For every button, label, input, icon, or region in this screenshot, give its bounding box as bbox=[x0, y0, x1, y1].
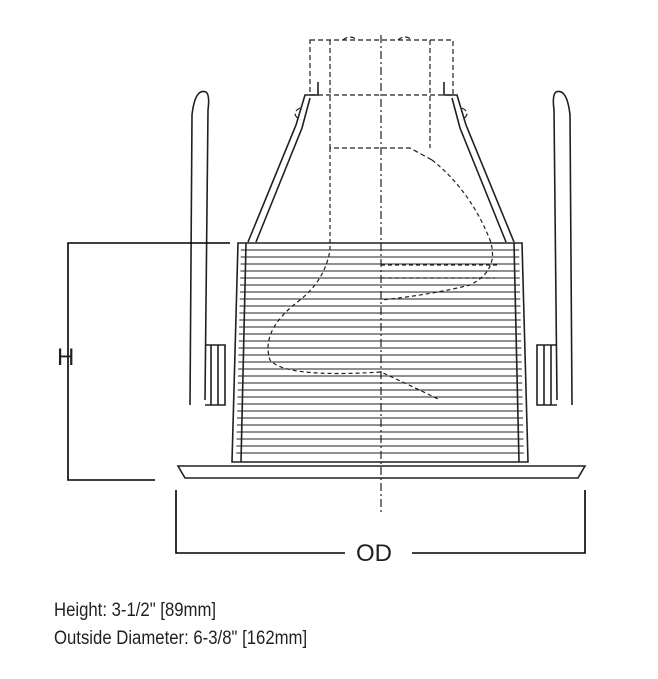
lamp-outline bbox=[267, 148, 494, 401]
spec-list: Height: 3-1/2" [89mm] Outside Diameter: … bbox=[54, 597, 307, 653]
height-dimension-line bbox=[67, 242, 230, 481]
reflector-cone bbox=[247, 82, 515, 243]
right-spring-clip bbox=[536, 90, 573, 406]
spec-outside-diameter: Outside Diameter: 6-3/8" [162mm] bbox=[54, 628, 308, 649]
diameter-label: OD bbox=[356, 540, 392, 567]
height-label: H bbox=[57, 344, 75, 371]
housing-outline bbox=[294, 36, 468, 161]
baffle-body bbox=[231, 242, 529, 463]
spec-height: Height: 3-1/2" [89mm] bbox=[54, 600, 217, 621]
baffle-ribs bbox=[236, 249, 524, 454]
left-spring-clip bbox=[189, 90, 226, 406]
od-dimension-line bbox=[175, 490, 586, 554]
trim-flange bbox=[176, 465, 587, 479]
